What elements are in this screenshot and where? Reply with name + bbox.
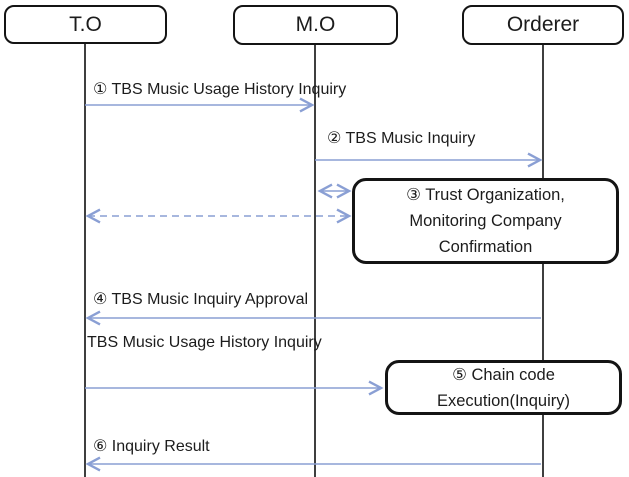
actor-box-mo: M.O: [233, 5, 398, 45]
lifeline-to: [84, 40, 86, 477]
note-chaincode-line2: Execution(Inquiry): [437, 391, 570, 410]
message-label-6: ⑥ Inquiry Result: [93, 438, 210, 455]
actor-label-orderer: Orderer: [506, 13, 580, 36]
actor-box-to: T.O: [4, 5, 167, 44]
actor-label-to: T.O: [69, 12, 102, 36]
note-confirmation-line3: Confirmation: [438, 238, 533, 256]
message-label-1: ① TBS Music Usage History Inquiry: [93, 81, 347, 98]
actor-label-mo: M.O: [295, 13, 336, 36]
note-confirmation: ③ Trust Organization, Monitoring Company…: [352, 178, 619, 264]
note-chaincode-line1: ⑤ Chain code: [452, 365, 555, 384]
actor-box-orderer: Orderer: [462, 5, 624, 45]
message-label-2: ② TBS Music Inquiry: [327, 130, 476, 147]
note-chaincode: ⑤ Chain code Execution(Inquiry): [385, 360, 622, 415]
note-confirmation-line1: ③ Trust Organization,: [406, 186, 565, 204]
message-label-4: ④ TBS Music Inquiry Approval: [93, 291, 309, 308]
message-label-5: TBS Music Usage History Inquiry: [87, 334, 322, 351]
note-confirmation-line2: Monitoring Company: [409, 212, 562, 230]
lifeline-mo: [314, 40, 316, 477]
